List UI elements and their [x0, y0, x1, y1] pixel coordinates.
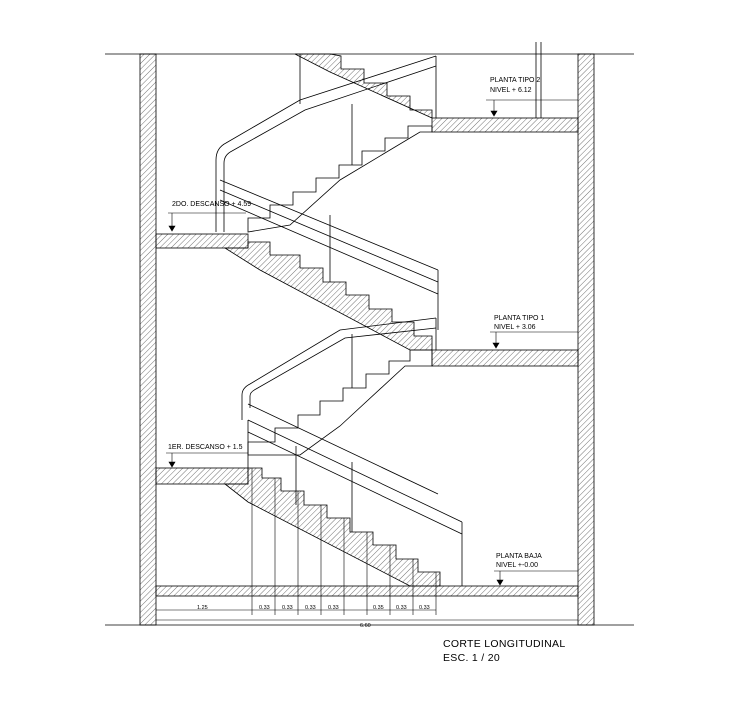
level-name-planta-baja: PLANTA BAJA: [496, 553, 542, 560]
handrail-flight-1: [247, 403, 463, 586]
drawing-title: CORTE LONGITUDINAL: [443, 638, 565, 650]
level-elevation-planta-tipo-2: NIVEL + 6.12: [490, 87, 532, 94]
handrail-flight-2: [241, 317, 437, 420]
dimension-tread: 0.33: [328, 605, 339, 611]
level-elevation-planta-baja: NIVEL +-0.00: [496, 562, 538, 569]
dimension-tread: 0.33: [419, 605, 430, 611]
handrail-flight-3: [219, 179, 439, 330]
flight-2-steps: [247, 349, 433, 456]
dimension-total: 6.60: [360, 623, 371, 629]
slab-planta-tipo-2: [431, 117, 579, 133]
flight-1-slab: [223, 467, 441, 587]
dimension-lines: [156, 609, 578, 621]
level-name-planta-tipo-1: PLANTA TIPO 1: [494, 315, 544, 322]
flight-4-steps: [247, 125, 433, 233]
dimension-tread: 0.33: [259, 605, 270, 611]
dimension-tread: 0.35: [373, 605, 384, 611]
flight-3-slab: [223, 241, 433, 351]
dimension-landing: 1.25: [197, 605, 208, 611]
dimension-extension-lines: [251, 468, 437, 615]
dimension-tread: 0.33: [396, 605, 407, 611]
right-wall: [577, 53, 595, 626]
landing-2: [155, 233, 249, 249]
handrail-flight-4: [215, 54, 437, 232]
flight-5-slab: [294, 53, 433, 119]
level-name-2do-descanso: 2DO. DESCANSO + 4.59: [172, 201, 251, 208]
dimension-tread: 0.33: [305, 605, 316, 611]
level-elevation-planta-tipo-1: NIVEL + 3.06: [494, 324, 536, 331]
level-name-1er-descanso: 1ER. DESCANSO + 1.5: [168, 444, 243, 451]
drawing-scale: ESC. 1 / 20: [443, 652, 500, 664]
left-wall: [139, 53, 157, 626]
level-markers: [166, 99, 578, 586]
level-name-planta-tipo-2: PLANTA TIPO 2: [490, 77, 540, 84]
slab-planta-tipo-1: [431, 349, 579, 367]
landing-1: [155, 467, 249, 485]
dimension-tread: 0.33: [282, 605, 293, 611]
